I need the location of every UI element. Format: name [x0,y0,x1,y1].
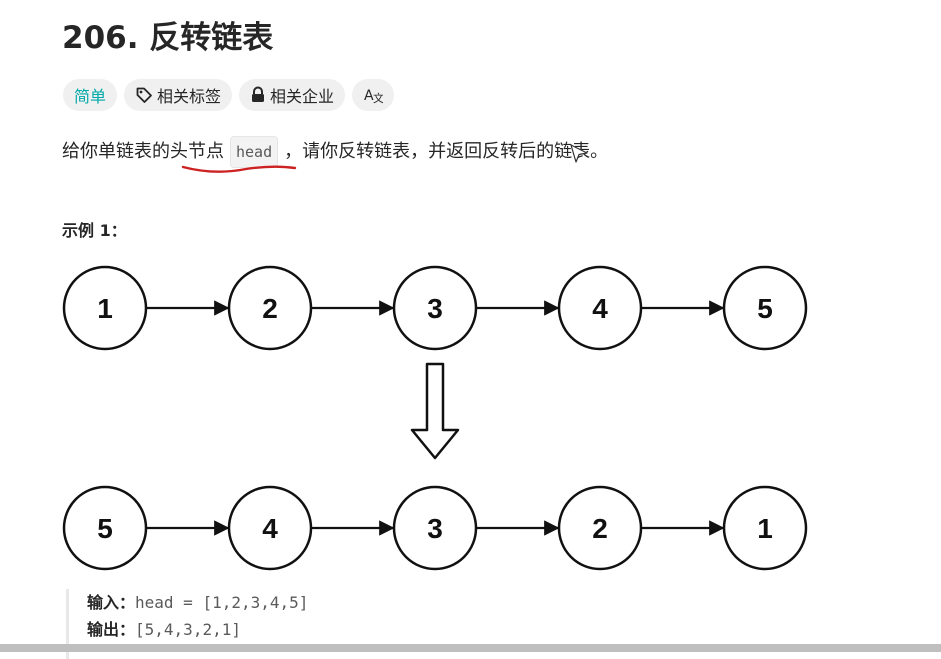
list-node-value: 4 [592,293,608,324]
related-tags-label: 相关标签 [157,87,222,106]
list-after: 5 4 3 2 1 [62,485,808,571]
related-companies-button[interactable]: 相关企业 [239,79,346,111]
related-companies-label: 相关企业 [270,87,335,106]
svg-text:A: A [364,88,374,104]
list-before: 1 2 3 4 5 [62,265,808,351]
list-node [722,485,808,571]
example-input-line: 输入： head = [1,2,3,4,5] [87,589,666,616]
difficulty-badge[interactable]: 简单 [63,79,118,111]
list-node-value: 5 [757,293,773,324]
list-node-value: 2 [262,293,278,324]
list-node [62,485,148,571]
red-underline-annotation [181,165,297,173]
related-tags-button[interactable]: 相关标签 [124,79,233,111]
list-node [227,485,313,571]
translate-button[interactable]: A 文 [352,79,395,111]
list-node-value: 2 [592,513,608,544]
list-node [557,485,643,571]
list-node [62,265,148,351]
list-node [722,265,808,351]
example-title: 示例 1： [62,221,127,240]
output-value: [5,4,3,2,1] [135,620,241,639]
tag-icon [135,86,153,104]
problem-description: 给你单链表的头节点 head ，请你反转链表，并返回反转后的链表。 [62,136,608,168]
example-output-line: 输出： [5,4,3,2,1] [87,616,666,643]
problem-title: 206. 反转链表 [62,20,274,56]
input-label: 输入： [87,593,136,612]
horizontal-scrollbar[interactable] [0,644,941,652]
output-label: 输出： [87,620,136,639]
lock-icon [250,86,266,104]
list-node [557,265,643,351]
mouse-cursor-icon [570,144,588,163]
example-io-block: 输入： head = [1,2,3,4,5] 输出： [5,4,3,2,1] [66,589,666,659]
input-value: head = [1,2,3,4,5] [135,593,309,612]
list-node-value: 3 [427,293,443,324]
list-node [392,485,478,571]
list-node [227,265,313,351]
list-node-value: 1 [757,513,773,544]
reverse-arrow-icon [410,362,460,460]
list-node-value: 4 [262,513,278,544]
svg-text:文: 文 [373,91,383,104]
list-node-value: 3 [427,513,443,544]
translate-icon: A 文 [363,86,383,104]
description-text-after: ，请你反转链表，并返回反转后的链表。 [284,141,609,162]
list-node [392,265,478,351]
description-text-before: 给你单链表的头节点 [62,141,224,162]
list-node-value: 1 [97,293,113,324]
head-code-inline: head [230,136,279,168]
tag-bar: 简单 相关标签 相关企业 A 文 [63,79,395,111]
difficulty-label: 简单 [74,87,107,106]
list-node-value: 5 [97,513,113,544]
